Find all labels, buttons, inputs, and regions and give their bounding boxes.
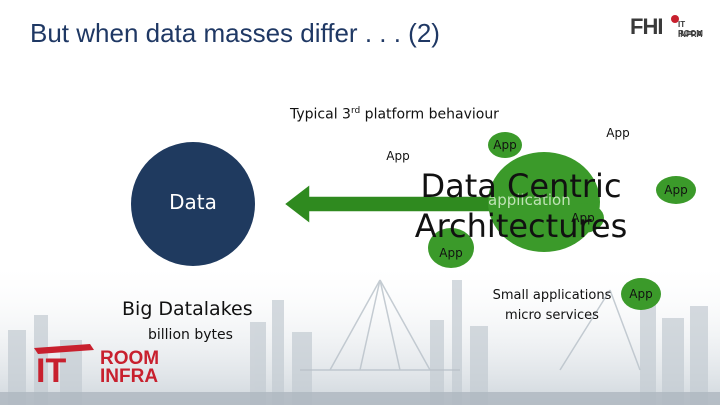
app-label: App — [386, 149, 410, 163]
app-bubble: App — [428, 228, 474, 268]
dca-line1: Data Centric — [420, 167, 622, 205]
dca-line2: Architectures — [414, 207, 628, 245]
logo-it-text: IT — [36, 352, 66, 384]
app-bubble: App — [656, 176, 696, 204]
left-arrow-icon — [284, 184, 496, 224]
fhi-logo-text: FHI — [630, 14, 663, 39]
app-label: App — [606, 126, 630, 140]
small-apps-line1: Small applications — [492, 288, 612, 303]
fhi-logo-sub1: IT ROOM — [678, 20, 703, 38]
fhi-logo-dot-icon — [671, 15, 679, 23]
application-blob — [488, 152, 600, 252]
typical-superscript: rd — [350, 106, 361, 116]
skyline-background — [0, 260, 720, 405]
slide-title: But when data masses differ . . . (2) — [30, 18, 440, 48]
billion-bytes-label: billion bytes — [148, 327, 233, 343]
logo-infra-text: INFRA — [100, 366, 158, 384]
fhi-logo-sub2: INFRA — [678, 30, 703, 39]
app-bubble: App — [380, 144, 416, 168]
app-bubble: App — [600, 118, 636, 148]
app-bubble: App — [562, 203, 604, 233]
data-centric-architectures-heading: Data Centric Architectures — [406, 166, 636, 246]
big-datalakes-label: Big Datalakes — [122, 298, 253, 320]
app-label: App — [571, 211, 595, 225]
small-applications-label: Small applications micro services — [482, 286, 622, 326]
typical-prefix: Typical 3 — [290, 106, 351, 123]
typical-suffix: platform behaviour — [360, 106, 499, 123]
data-circle — [131, 142, 255, 266]
app-bubble: App — [488, 132, 522, 158]
logo-room-text: ROOM — [100, 348, 159, 369]
small-apps-line2: micro services — [505, 308, 599, 323]
application-word: application — [488, 191, 571, 209]
app-label: App — [439, 246, 463, 260]
it-room-infra-logo: IT ROOM INFRA — [34, 344, 159, 384]
fhi-logo: FHI IT ROOM INFRA — [630, 10, 710, 44]
data-circle-label: Data — [169, 190, 217, 214]
typical-platform-label: Typical 3rd platform behaviour — [290, 106, 499, 123]
app-label: App — [493, 138, 517, 152]
app-label: App — [629, 287, 653, 301]
app-bubble: App — [621, 278, 661, 310]
app-label: App — [664, 183, 688, 197]
